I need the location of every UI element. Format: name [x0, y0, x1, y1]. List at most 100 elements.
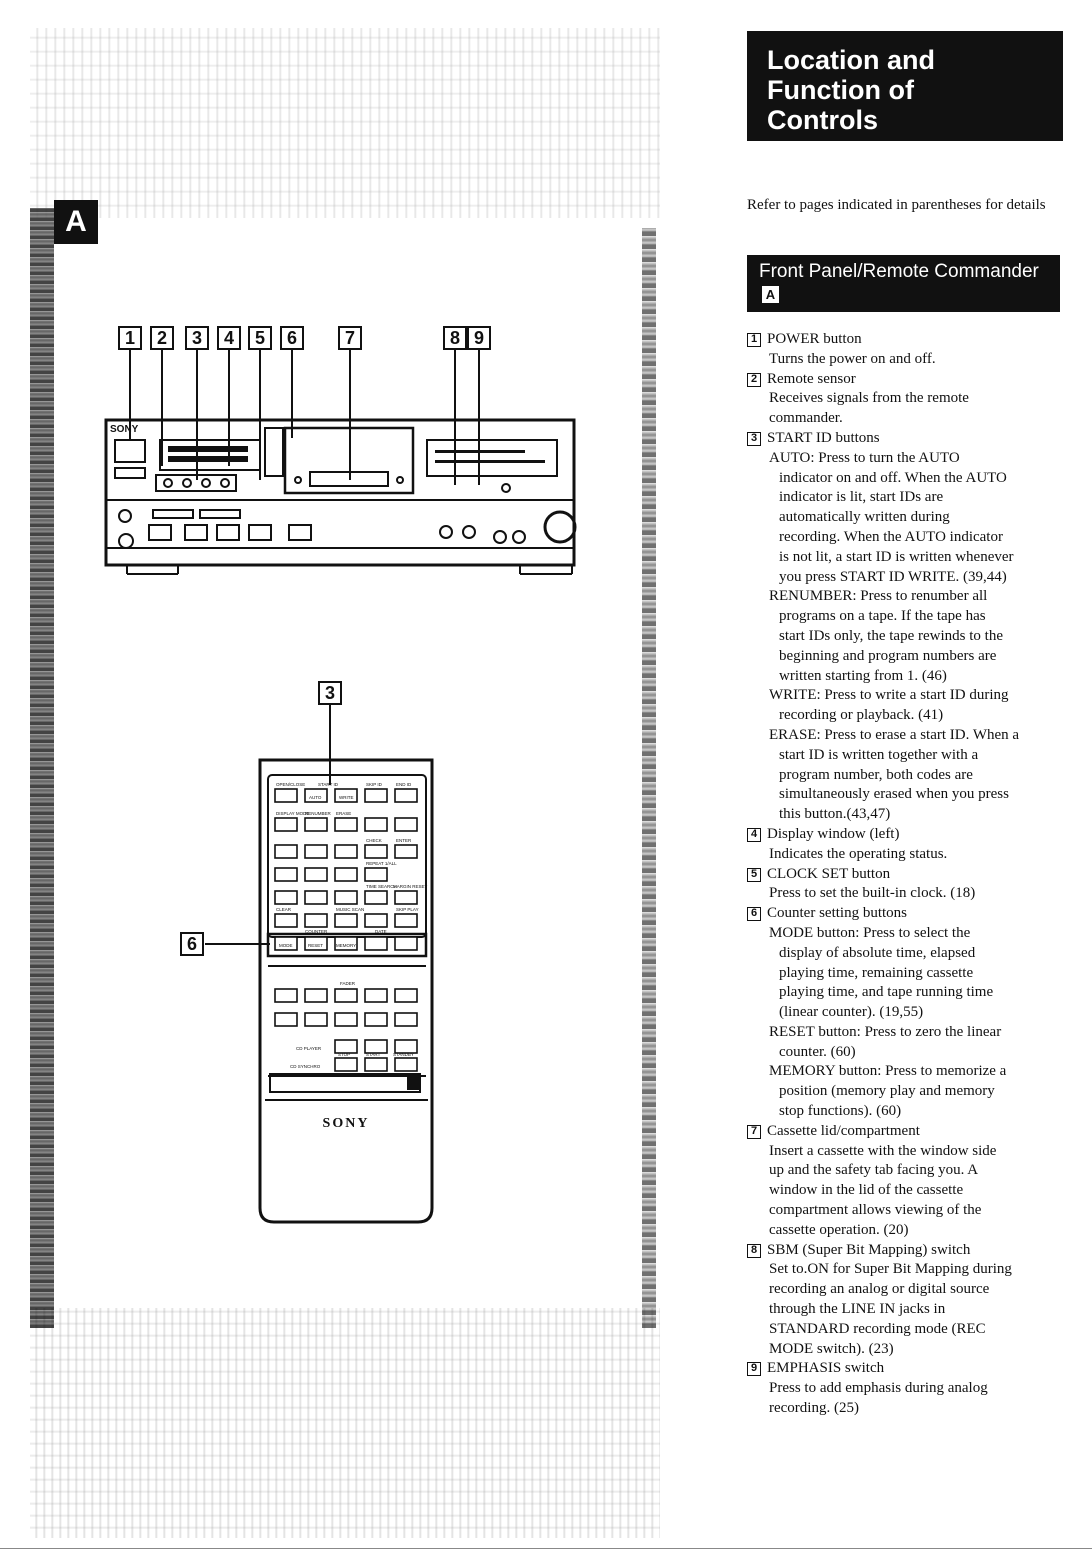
control-description-line: simultaneously erased when you press — [779, 786, 1009, 803]
control-description-line: WRITE: Press to write a start ID during — [769, 687, 1009, 704]
control-description-line: Set to.ON for Super Bit Mapping during — [769, 1261, 1012, 1278]
subsection-badge: A — [762, 286, 779, 304]
remote-label-mode: MODE — [279, 943, 293, 948]
remote-label-start: START — [366, 1052, 381, 1057]
control-description-line: through the LINE IN jacks in — [769, 1301, 946, 1318]
remote-label-time-search: TIME SEARCH — [366, 884, 397, 889]
control-description-line: position (memory play and memory — [779, 1083, 995, 1100]
scan-noise-left — [30, 208, 54, 1328]
control-number-badge: 8 — [747, 1243, 761, 1258]
remote-label-renumber: RENUMBER — [305, 811, 332, 816]
control-description-line: cassette operation. (20) — [769, 1221, 909, 1238]
remote-label-stop: STOP — [338, 1052, 350, 1057]
control-description-line: indicator is lit, start IDs are — [779, 489, 944, 506]
control-description-line: stop functions). (60) — [779, 1103, 902, 1120]
control-number-badge: 6 — [747, 907, 761, 922]
control-description-line: (linear counter). (19,55) — [779, 1004, 924, 1021]
control-description-line: MEMORY button: Press to memorize a — [769, 1063, 1007, 1080]
deck-callout-4: 4 — [217, 326, 241, 350]
control-description-line: recording. (25) — [769, 1400, 859, 1417]
control-heading: SBM (Super Bit Mapping) switch — [767, 1241, 971, 1258]
remote-label-auto: AUTO — [309, 795, 322, 800]
deck-callout-7: 7 — [338, 326, 362, 350]
control-heading: Cassette lid/compartment — [767, 1122, 920, 1139]
remote-label-cd-player: CD PLAYER — [296, 1046, 322, 1051]
remote-commander-illustration: SONY OPEN/CLOSE START ID AUTO WRITE SKIP… — [205, 705, 434, 1224]
control-number-badge: 4 — [747, 827, 761, 842]
title-line-3: Controls — [767, 105, 878, 135]
control-description-line: RENUMBER: Press to renumber all — [769, 588, 988, 605]
remote-label-open-close: OPEN/CLOSE — [276, 782, 305, 787]
control-item-4: 4 Display window (left) — [747, 825, 1067, 845]
control-description-line: is not lit, a start ID is written whenev… — [779, 548, 1014, 565]
control-description-line: window in the lid of the cassette — [769, 1182, 964, 1199]
control-description-line: ERASE: Press to erase a start ID. When a — [769, 726, 1020, 743]
control-item-1: 1 POWER button — [747, 330, 1067, 350]
control-description-line: STANDARD recording mode (REC — [769, 1320, 986, 1337]
deck-callout-5: 5 — [248, 326, 272, 350]
control-description-line: Indicates the operating status. — [769, 845, 948, 862]
remote-callout-6: 6 — [180, 932, 204, 956]
remote-callout-3: 3 — [318, 681, 342, 705]
control-heading: Display window (left) — [767, 825, 900, 842]
control-description-line: you press START ID WRITE. (39,44) — [779, 568, 1007, 585]
control-description-line: indicator on and off. When the AUTO — [779, 469, 1007, 486]
remote-label-start-id: START ID — [318, 782, 339, 787]
control-description-line: playing time, and tape running time — [779, 984, 994, 1001]
control-number-badge: 5 — [747, 867, 761, 882]
control-description-line: start ID is written together with a — [779, 746, 979, 763]
section-badge: A — [54, 200, 98, 244]
remote-label-date: DATE — [375, 929, 387, 934]
control-number-badge: 2 — [747, 372, 761, 387]
remote-label-skip-id: SKIP ID — [366, 782, 383, 787]
control-description-line: counter. (60) — [779, 1043, 856, 1060]
control-heading: START ID buttons — [767, 429, 880, 446]
deck-callout-1: 1 — [118, 326, 142, 350]
control-description-line: playing time, remaining cassette — [779, 964, 974, 981]
control-description-line: start IDs only, the tape rewinds to the — [779, 627, 1003, 644]
remote-label-erase: ERASE — [336, 811, 351, 816]
scan-noise-bottom — [30, 1308, 660, 1538]
remote-label-fader: FADER — [340, 981, 356, 986]
control-heading: POWER button — [767, 331, 862, 347]
remote-label-write: WRITE — [339, 795, 354, 800]
control-description-line: MODE button: Press to select the — [769, 924, 971, 941]
footer-rule — [0, 1548, 1092, 1549]
remote-label-skip-play: SKIP PLAY — [396, 907, 419, 912]
control-description-line: beginning and program numbers are — [779, 647, 997, 664]
control-number-badge: 1 — [747, 333, 761, 347]
illustration-panel — [30, 28, 660, 1538]
remote-label-music-scan: MUSIC SCAN — [336, 907, 364, 912]
control-description-line: Insert a cassette with the window side — [769, 1142, 997, 1159]
deck-callout-6: 6 — [280, 326, 304, 350]
control-description-line: recording an analog or digital source — [769, 1281, 990, 1298]
deck-callout-9: 9 — [467, 326, 491, 350]
control-description-line: Press to set the built-in clock. (18) — [769, 885, 976, 902]
control-item-8: 8 SBM (Super Bit Mapping) switch — [747, 1241, 1067, 1261]
remote-brand: SONY — [323, 1116, 370, 1131]
remote-label-counter: COUNTER — [305, 929, 328, 934]
deck-callout-3: 3 — [185, 326, 209, 350]
control-description-line: up and the safety tab facing you. A — [769, 1162, 979, 1179]
control-description-line: commander. — [769, 410, 843, 427]
title-line-2: Function of — [767, 75, 914, 105]
subsection-heading: Front Panel/Remote CommanderA — [747, 255, 1060, 312]
control-description-line: display of absolute time, elapsed — [779, 944, 976, 961]
control-description-line: program number, both codes are — [779, 766, 973, 783]
remote-label-reset: RESET — [308, 943, 323, 948]
control-description-line: Turns the power on and off. — [769, 350, 936, 367]
remote-label-cd-synchro: CD SYNCHRO — [290, 1064, 321, 1069]
scan-noise-top — [30, 28, 660, 218]
control-description-line: automatically written during — [779, 509, 950, 526]
remote-label-enter: ENTER — [396, 838, 412, 843]
control-description-line: recording or playback. (41) — [779, 707, 944, 724]
control-description-line: MODE switch). (23) — [769, 1340, 894, 1357]
page-title: Location and Function of Controls — [747, 31, 1063, 141]
